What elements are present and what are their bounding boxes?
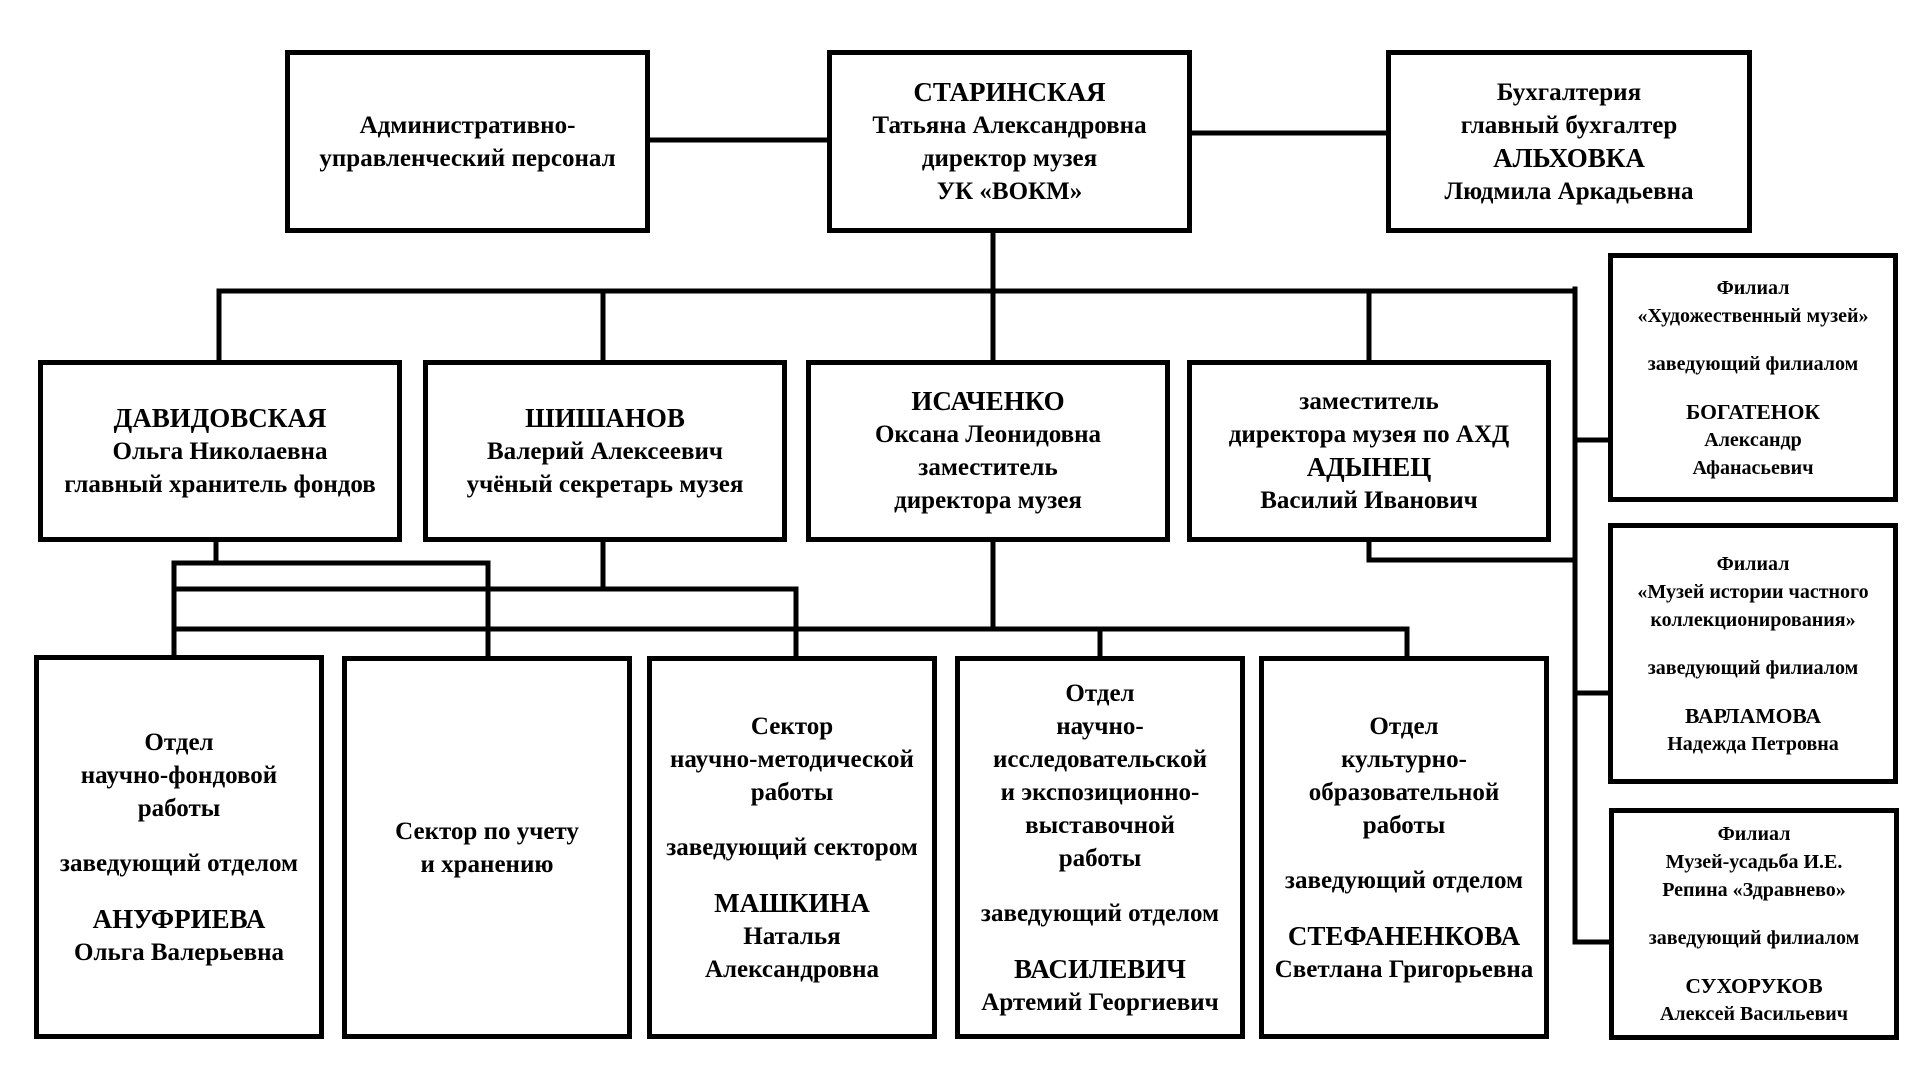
box-text-line: Артемий Георгиевич (981, 988, 1219, 1016)
box-text-line: управленческий персонал (319, 144, 616, 172)
box-chief-curator: ДАВИДОВСКАЯ Ольга Николаевна главный храни… (38, 360, 402, 542)
box-text-line: Василий Иванович (1260, 487, 1478, 514)
box-text-line: «Художественный музей» (1637, 304, 1869, 327)
box-text-line: заместитель (918, 454, 1058, 481)
person-surname: АНУФРИЕВА (92, 903, 266, 934)
box-admin-staff: Административно-управленческий персонал (285, 50, 650, 233)
box-text-line: культурно- (1341, 745, 1467, 773)
box-text-line: работы (1058, 844, 1142, 872)
box-text-line: научно-фондовой (80, 761, 278, 789)
box-text-line: Филиал (1717, 823, 1791, 845)
box-text-line: Светлана Григорьевна (1274, 955, 1534, 983)
person-surname: БОГАТЕНОК (1685, 399, 1821, 424)
box-text-line: заведующий филиалом (1647, 656, 1859, 679)
box-text-line: Александр (1704, 428, 1802, 451)
person-surname: ИСАЧЕНКО (911, 386, 1065, 416)
box-text-line: заведующий отделом (1284, 867, 1524, 894)
box-deputy-ahd: заместитель директора музея по АХД АДЫНЕЦ В… (1187, 360, 1551, 542)
box-text-line: Валерий Алексеевич (486, 437, 724, 465)
box-sector-methodical: Сектор научно-методической работы заведующи… (647, 656, 937, 1039)
box-text-line: коллекционирования» (1650, 608, 1856, 631)
person-surname: МАШКИНА (714, 887, 870, 918)
box-sector-storage: Сектор по учету и хранению (342, 656, 632, 1039)
box-text-line: работы (1362, 811, 1446, 839)
box-text-line: заместитель (1299, 388, 1439, 415)
box-director: СТАРИНСКАЯ Татьяна Александровна директор … (827, 50, 1192, 233)
box-text-line: Наталья (743, 922, 841, 950)
box-text-line: главный хранитель фондов (64, 470, 376, 498)
box-text-line: заведующий отделом (59, 850, 299, 877)
box-text-line: исследовательской (993, 745, 1207, 773)
box-text-line: Отдел (1065, 679, 1135, 707)
person-surname: СУХОРУКОВ (1685, 974, 1823, 998)
box-text-line: Музей-усадьба И.Е. (1665, 851, 1843, 873)
box-text-line: Надежда Петровна (1667, 732, 1839, 755)
box-text-line: Ольга Николаевна (112, 437, 328, 465)
box-text-line: главный бухгалтер (1460, 111, 1678, 139)
box-branch-art-museum: Филиал «Художественный музей» заведующий ф… (1608, 253, 1898, 502)
box-text-line: Александровна (704, 955, 880, 983)
person-surname: АЛЬХОВКА (1493, 142, 1645, 173)
box-text-line: Татьяна Александровна (872, 111, 1147, 139)
person-surname: АДЫНЕЦ (1306, 452, 1432, 482)
person-surname: ШИШАНОВ (525, 402, 685, 433)
box-text-line: заведующий филиалом (1647, 352, 1859, 375)
person-surname: ДАВИДОВСКАЯ (113, 402, 327, 433)
box-text-line: Отдел (144, 728, 214, 756)
box-text-line: заведующий сектором (666, 834, 918, 861)
box-branch-private-collecting: Филиал «Музей истории частного коллекциони… (1608, 523, 1898, 784)
box-dept-education: Отдел культурно-образовательной работы заве… (1259, 656, 1549, 1039)
box-text-line: научно-методической (670, 745, 914, 773)
box-text-line: Людмила Аркадьевна (1444, 177, 1694, 205)
person-surname: СТАРИНСКАЯ (913, 76, 1106, 107)
person-surname: ВАСИЛЕВИЧ (1014, 953, 1186, 984)
person-surname: СТЕФАНЕНКОВА (1287, 920, 1521, 951)
box-text-line: заведующий отделом (980, 900, 1220, 927)
box-scientific-secretary: ШИШАНОВ Валерий Алексеевич учёный секретар… (423, 360, 787, 542)
box-text-line: директора музея по АХД (1228, 421, 1510, 448)
box-text-line: и экспозиционно- (1000, 778, 1200, 806)
box-text-line: Оксана Леонидовна (874, 421, 1102, 448)
box-text-line: Сектор (750, 712, 834, 740)
box-text-line: учёный секретарь музея (466, 470, 744, 498)
box-deputy-director: ИСАЧЕНКО Оксана Леонидовна заместитель дире… (806, 360, 1170, 542)
box-text-line: Филиал (1716, 552, 1790, 575)
box-text-line: Афанасьевич (1692, 456, 1814, 479)
box-text-line: работы (137, 794, 221, 822)
box-text-line: Репина «Здравнево» (1662, 879, 1846, 901)
box-text-line: УК «ВОКМ» (936, 177, 1083, 205)
box-text-line: образовательной (1308, 778, 1500, 806)
box-text-line: научно- (1056, 712, 1144, 740)
box-text-line: Отдел (1369, 712, 1439, 740)
box-dept-research: Отдел научно-исследовательской и экспозици… (955, 656, 1245, 1039)
box-text-line: выставочной (1025, 811, 1175, 839)
box-text-line: Административно- (359, 111, 576, 139)
box-text-line: работы (750, 778, 834, 806)
box-text-line: Филиал (1716, 276, 1790, 299)
box-text-line: Алексей Васильевич (1659, 1003, 1849, 1025)
box-text-line: Сектор по учету (395, 817, 579, 845)
person-surname: ВАРЛАМОВА (1684, 703, 1822, 728)
box-dept-funds: Отдел научно-фондовой работы заведующий отд… (34, 655, 324, 1039)
box-text-line: заведующий филиалом (1648, 927, 1860, 949)
box-text-line: директор музея (921, 144, 1098, 172)
box-text-line: и хранению (420, 850, 554, 878)
box-text-line: «Музей истории частного (1637, 580, 1869, 603)
box-text-line: директора музея (894, 487, 1082, 514)
box-text-line: Ольга Валерьевна (74, 938, 284, 966)
box-text-line: Бухгалтерия (1496, 78, 1642, 106)
